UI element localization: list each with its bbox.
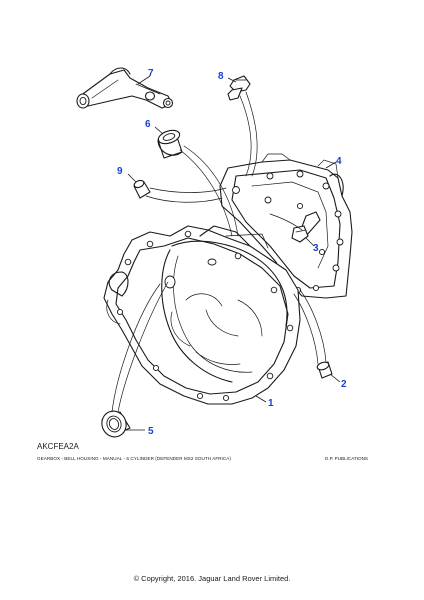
callout-3: 3	[313, 243, 319, 254]
dowel-icon	[133, 179, 151, 199]
oil-seal-icon	[101, 410, 131, 438]
callout-5: 5	[148, 426, 154, 437]
diagram-caption: GEARBOX - BELL HOUSING - MANUAL - 6 CYLI…	[37, 456, 231, 461]
callout-8: 8	[218, 71, 224, 82]
figure-code: AKCFEA2A	[37, 442, 79, 451]
callout-7: 7	[148, 68, 154, 79]
assembly-guide-lines	[111, 91, 327, 413]
callout-2: 2	[341, 379, 347, 390]
dowel-icon	[316, 361, 333, 379]
bell-housing-icon	[103, 225, 301, 405]
callout-4: 4	[336, 156, 342, 167]
adaptor-plate-icon	[219, 153, 353, 299]
copyright-notice: © Copyright, 2016. Jaguar Land Rover Lim…	[133, 574, 291, 583]
callout-6: 6	[145, 119, 151, 130]
bush-icon	[157, 129, 183, 159]
release-lever-icon	[76, 67, 174, 109]
callout-9: 9	[117, 166, 123, 177]
publisher-label: D.P. PUBLICATIONS	[325, 456, 368, 461]
leader-lines	[126, 75, 341, 431]
bolt-icon	[227, 75, 251, 101]
callout-1: 1	[268, 398, 274, 409]
